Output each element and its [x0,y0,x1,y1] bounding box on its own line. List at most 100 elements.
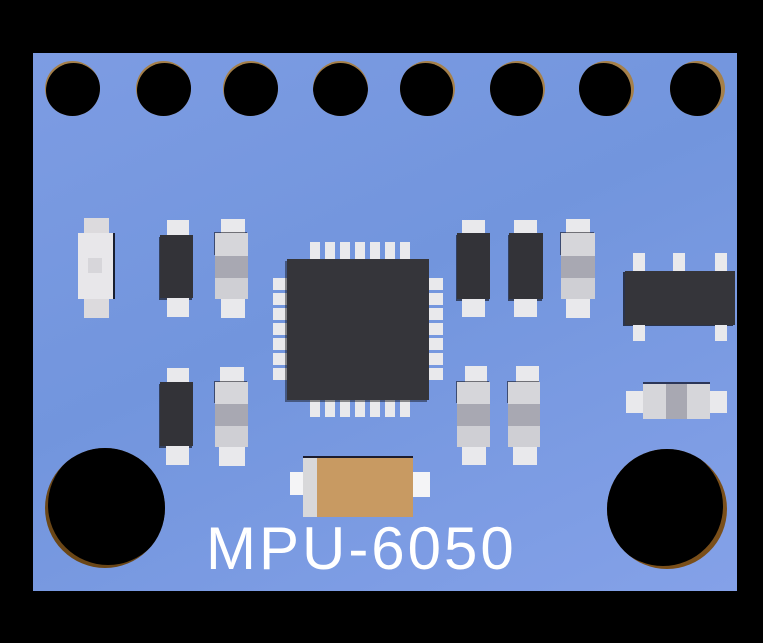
resistor2-body [457,233,490,299]
pcb-board: MPU-6050 [33,53,737,591]
capacitor3-band-middle [215,404,248,426]
capacitor2-band-middle [561,256,595,278]
ic-pin-right-1 [429,278,443,290]
regulator-pin-bottom-1 [633,325,645,341]
resistor5-band-right [687,384,710,419]
tantalum-shadow-edge [303,456,413,458]
pin-hole-2 [136,61,191,116]
capacitor4-band-bottom [457,426,490,447]
resistor2-pad-bottom [462,299,485,317]
pin-hole-bore [46,63,100,116]
capacitor1-band-bottom [215,278,248,299]
ic-pin-left-1 [273,278,287,290]
ic-pin-top-1 [310,242,320,259]
led-shadow-edge [113,233,115,299]
pin-hole-bore [490,63,543,116]
capacitor1-band-top [215,233,248,256]
ic-pin-top-7 [400,242,410,259]
ic-pin-top-2 [325,242,335,259]
pin-hole-7 [579,61,634,116]
resistor1-pad-bottom [167,298,189,317]
tantalum-pad-left [290,472,305,495]
pin-hole-bore [670,63,721,116]
led-pad-bottom [84,299,109,318]
resistor4-body [160,382,193,446]
resistor4-pad-top [167,368,189,382]
mounting-hole-left [45,448,165,568]
ic-pin-right-6 [429,353,443,365]
pin-hole-5 [400,61,455,116]
capacitor4-band-middle [457,404,490,426]
pin-hole-bore [400,63,453,116]
ic-pin-left-5 [273,338,287,350]
capacitor2-pad-top [566,219,590,233]
regulator-pin-top-1 [633,253,645,271]
resistor5-band-middle [666,384,687,419]
ic-mpu6050-body [287,259,429,400]
ic-pin-top-3 [340,242,350,259]
capacitor4-band-top [457,382,490,404]
capacitor5-band-bottom [508,426,540,447]
mounting-hole-bore [607,449,723,566]
capacitor1-band-middle [215,256,248,278]
resistor2-pad-top [462,220,485,233]
resistor1-pad-top [167,220,189,235]
resistor5-pad-left [626,391,643,413]
resistor5-pad-right [710,391,727,413]
resistor3-pad-bottom [514,299,537,317]
regulator-pin-bottom-2 [715,325,727,341]
capacitor3-band-top [215,382,248,404]
mounting-hole-right [607,449,727,569]
ic-pin-right-4 [429,323,443,335]
capacitor2-band-bottom [561,278,595,299]
resistor5-band-left [643,384,666,419]
mounting-hole-bore [48,448,165,565]
ic-pin-left-2 [273,293,287,305]
capacitor5-pad-top [516,366,539,382]
ic-pin-bottom-5 [370,400,380,417]
capacitor2-band-top [561,233,595,256]
capacitor4-pad-top [465,366,487,382]
ic-pin-top-6 [385,242,395,259]
capacitor1-pad-bottom [221,299,245,318]
pin-hole-6 [490,61,545,116]
resistor1-body [160,235,193,298]
ic-pin-left-4 [273,323,287,335]
ic-pin-top-4 [355,242,365,259]
tantalum-body [317,458,413,517]
ic-pin-right-7 [429,368,443,380]
board-label: MPU-6050 [206,515,517,582]
pin-hole-3 [223,61,278,116]
pin-hole-bore [137,63,191,116]
regulator-pin-top-2 [673,253,685,271]
pin-hole-bore [579,63,631,116]
capacitor2-pad-bottom [566,299,590,318]
ic-pin-bottom-4 [355,400,365,417]
ic-pin-right-3 [429,308,443,320]
ic-pin-left-7 [273,368,287,380]
ic-pin-right-2 [429,293,443,305]
tantalum-pad-right [413,472,430,497]
ic-pin-bottom-6 [385,400,395,417]
capacitor1-pad-top [221,219,245,233]
ic-pin-bottom-7 [400,400,410,417]
pin-hole-bore [313,63,368,116]
ic-pin-bottom-3 [340,400,350,417]
led-die [88,258,102,273]
ic-pin-left-6 [273,353,287,365]
capacitor3-pad-bottom [219,447,245,466]
regulator-pin-top-3 [715,253,727,271]
capacitor5-band-middle [508,404,540,426]
resistor4-pad-bottom [166,446,189,465]
resistor3-body [509,233,543,299]
tantalum-polarity-stripe [303,458,317,517]
led-pad-top [84,218,109,233]
ic-pin-right-5 [429,338,443,350]
capacitor4-pad-bottom [462,447,486,465]
ic-pin-bottom-2 [325,400,335,417]
pin-hole-bore [224,63,278,116]
pin-hole-8 [670,61,725,116]
ic-pin-top-5 [370,242,380,259]
capacitor5-pad-bottom [513,447,537,465]
